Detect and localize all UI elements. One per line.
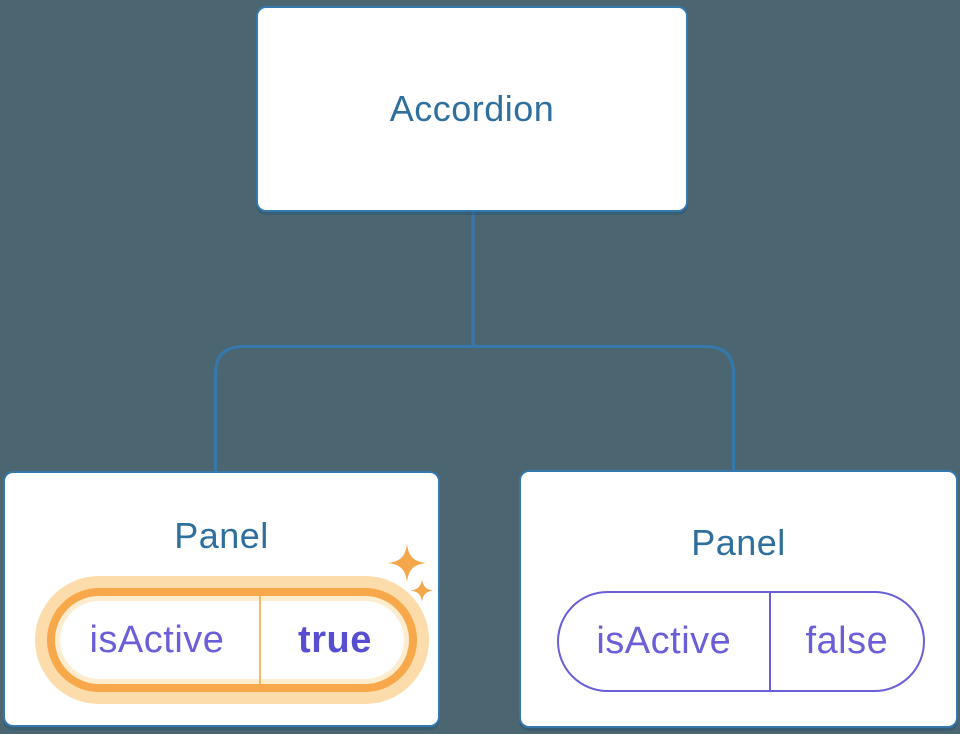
accordion-node: Accordion [256, 6, 688, 212]
prop-name-label: isActive [596, 620, 732, 662]
prop-value-label: false [805, 620, 889, 662]
panel-node-inactive: Panel isActive false [519, 470, 958, 728]
panel-node-title: Panel [174, 515, 269, 556]
pill-divider [768, 593, 771, 690]
sparkles-icon [388, 544, 434, 602]
panel-node-title: Panel [691, 522, 786, 563]
prop-value-label: true [298, 618, 372, 661]
state-pill-active: isActive true [47, 588, 417, 692]
accordion-node-title: Accordion [389, 88, 555, 129]
pill-divider [258, 596, 261, 684]
panel-node-active: Panel isActive true [3, 471, 440, 727]
state-pill-inactive: isActive false [557, 591, 925, 692]
prop-name-label: isActive [89, 618, 225, 661]
